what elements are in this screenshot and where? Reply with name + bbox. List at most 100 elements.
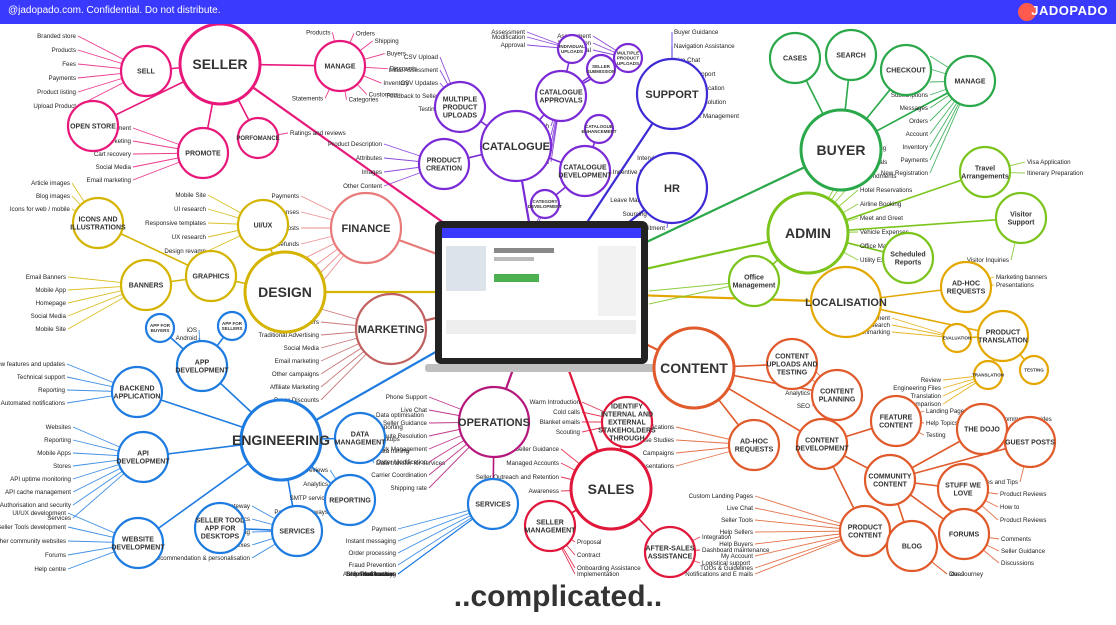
leaf-label: Analytics — [785, 390, 810, 397]
node-label: OPEN STORE — [70, 123, 116, 130]
node-circle — [523, 499, 577, 553]
leaf-label: Design revamp — [164, 248, 206, 255]
leaf-label: SMTP service — [290, 495, 329, 502]
leaf-label: Automated surveys — [343, 571, 396, 578]
node-circle — [333, 411, 387, 465]
node-circle — [176, 126, 230, 180]
node-circle — [955, 402, 1009, 456]
node-circle — [838, 504, 892, 558]
leaf-label: Refunds — [276, 241, 299, 248]
leaf-label: Live Chat — [674, 57, 700, 64]
leaf-label: Instant messaging — [346, 538, 397, 545]
leaf-label: CSV Updates — [401, 80, 439, 87]
leaf-label: Scouting — [556, 429, 581, 436]
leaf-label: Engineering Files — [893, 385, 941, 392]
leaf-label: Traditional Advertising — [258, 332, 319, 339]
node-circle — [809, 265, 883, 339]
leaf-label: Notifications — [640, 424, 674, 431]
leaf-label: Review — [921, 377, 942, 384]
leaf-label: API uptime monitoring — [10, 476, 71, 483]
brand-logo-icon — [1018, 3, 1036, 21]
node-circle — [869, 394, 923, 448]
node-forums: FORUMS — [937, 507, 991, 561]
node-circle — [243, 250, 327, 334]
leaf-label: Seller notifications — [346, 571, 396, 578]
node-circle — [937, 507, 991, 561]
leaf-label: Integration — [702, 534, 732, 541]
leaf-label: Buyers — [387, 51, 406, 58]
node-label: TESTING — [1024, 368, 1044, 373]
leaf-label: Our Journey — [949, 571, 984, 578]
node-circle — [943, 54, 997, 108]
node-circle — [958, 145, 1012, 199]
node-label: CASES — [783, 55, 807, 62]
leaf-label: Social Media — [284, 345, 320, 352]
node-circle — [941, 322, 973, 354]
leaf-label: Attributes — [356, 155, 382, 162]
node-sales: SALES — [569, 447, 653, 531]
leaf-label: Visa Application — [1027, 159, 1071, 166]
leaf-label: Orders — [909, 118, 928, 125]
leaf-label: Help Topics — [926, 420, 958, 427]
node-circle — [110, 365, 164, 419]
leaf-label: Payments — [900, 157, 928, 164]
leaf-label: Products — [306, 29, 330, 36]
leaf-label: Product listing — [37, 89, 76, 96]
node-circle — [116, 430, 170, 484]
leaf-label: Discounts — [390, 66, 417, 73]
leaf-label: Vehicle Expenses — [860, 229, 909, 236]
node-circle — [885, 519, 939, 573]
leaf-label: Recruitment — [632, 225, 666, 232]
leaf-label: Performance — [361, 571, 397, 578]
node-circle — [66, 99, 120, 153]
leaf-label: Case Studies — [637, 437, 674, 444]
node-content: CONTENT — [652, 326, 736, 410]
node-circle — [643, 525, 697, 579]
leaf-label: Messages — [900, 105, 928, 112]
leaf-label: Homepage — [36, 300, 67, 307]
leaf-label: Help centre — [34, 566, 66, 573]
node-design: DESIGN — [243, 250, 327, 334]
leaf-label: Email Banners — [26, 274, 66, 281]
node-hr: HR — [635, 151, 709, 225]
node-circle — [863, 453, 917, 507]
leaf-label: Feedback Management — [674, 113, 739, 120]
node-circle — [799, 108, 883, 192]
leaf-label: Live Chat — [401, 407, 427, 414]
leaf-label: Payments — [271, 193, 299, 200]
leaf-label: Blog images — [36, 193, 70, 200]
node-label: BUYER — [816, 142, 865, 158]
leaf-label: Shipping rate — [391, 485, 428, 492]
node-circle — [236, 116, 280, 160]
leaf-label: Costs — [283, 225, 299, 232]
leaf-label: Warm Introduction — [530, 399, 581, 406]
node-circle — [824, 28, 878, 82]
node-circle — [727, 254, 781, 308]
node-label: UI/UX — [254, 222, 273, 229]
leaf-label: Fraud Prevention — [349, 562, 397, 569]
node-label: PROMOTE — [185, 150, 221, 157]
node-circle — [585, 53, 617, 85]
node-banners: BANNERS — [119, 258, 173, 312]
leaf-label: Seller Guidance — [383, 420, 428, 427]
node-admin: ADMIN — [766, 191, 850, 275]
